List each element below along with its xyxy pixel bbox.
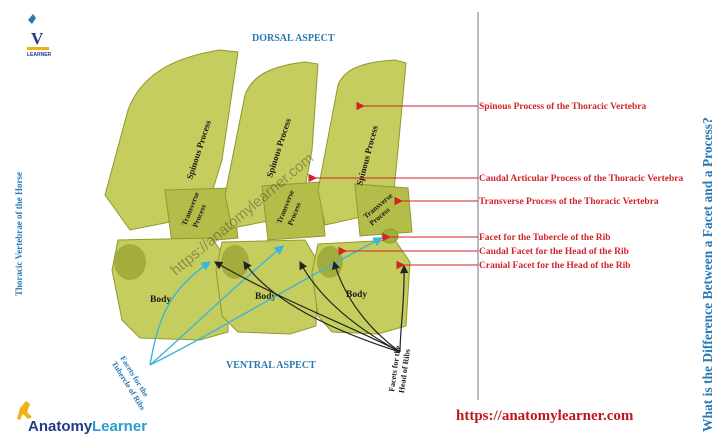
facet-shade-3 bbox=[317, 246, 343, 278]
dorsal-aspect-heading: DORSAL ASPECT bbox=[252, 33, 335, 44]
bottom-logo: Anatomy Learner bbox=[17, 401, 147, 435]
body-label-1: Body bbox=[150, 295, 171, 305]
spinous-process-1 bbox=[104, 49, 239, 231]
dark-arrow-5 bbox=[399, 264, 409, 353]
dark-arrow-2 bbox=[243, 261, 401, 353]
transverse-process-2 bbox=[261, 181, 326, 241]
body-label-3: Body bbox=[346, 290, 367, 300]
callout-transverse-process: Transverse Process of the Thoracic Verte… bbox=[479, 197, 659, 207]
body-label-2: Body bbox=[255, 292, 276, 302]
callout-tubercle-facet: Facet for the Tubercle of the Rib bbox=[479, 233, 611, 243]
top-logo: V LEARNER bbox=[27, 14, 52, 58]
cyan-arrow-1 bbox=[149, 261, 212, 366]
vertebra-1 bbox=[104, 49, 239, 341]
cyan-arrow-3 bbox=[149, 237, 384, 366]
head-facets-label: Facets for the Head of Ribs bbox=[387, 345, 412, 394]
figure-icon bbox=[28, 14, 36, 24]
callout-cranial-head-facet: Cranial Facet for the Head of the Rib bbox=[479, 261, 631, 271]
dark-arrow-3 bbox=[299, 260, 401, 353]
logo-learner-text: Learner bbox=[92, 418, 147, 435]
callout-caudal-head-facet: Caudal Facet for the Head of the Rib bbox=[479, 247, 629, 257]
callout-spinous-process: Spinous Process of the Thoracic Vertebra bbox=[479, 102, 646, 112]
callout-caudal-articular-process: Caudal Articular Process of the Thoracic… bbox=[479, 174, 683, 184]
site-url: https://anatomylearner.com bbox=[456, 408, 634, 424]
cyan-arrow-2 bbox=[149, 245, 285, 366]
transverse-process-1 bbox=[164, 187, 239, 245]
facet-shade-2 bbox=[221, 245, 249, 279]
left-vertical-title: Thoracic Vertebrae of the Horse bbox=[14, 172, 24, 296]
tubercle-facet-3 bbox=[381, 228, 399, 244]
logo-bar bbox=[27, 47, 49, 50]
dark-arrow-4 bbox=[331, 260, 401, 353]
logo-mark: V bbox=[31, 29, 44, 48]
callout-lines bbox=[308, 101, 478, 270]
spinous-process-3 bbox=[317, 59, 407, 226]
right-vertical-title: What is the Difference Between a Facet a… bbox=[700, 117, 715, 432]
head-facet-arrows bbox=[213, 260, 409, 353]
tubercle-facets-label: Facets for the Tubercle of Ribs bbox=[110, 354, 151, 412]
logo-subtext: LEARNER bbox=[27, 52, 52, 58]
logo-anatomy-text: Anatomy bbox=[28, 418, 93, 435]
tubercle-arrows bbox=[149, 237, 384, 366]
dark-arrow-1 bbox=[213, 261, 401, 353]
facet-shade-1 bbox=[114, 244, 146, 280]
runner-icon bbox=[17, 401, 32, 420]
vertebra-2 bbox=[215, 61, 326, 335]
ventral-aspect-heading: VENTRAL ASPECT bbox=[226, 360, 316, 371]
